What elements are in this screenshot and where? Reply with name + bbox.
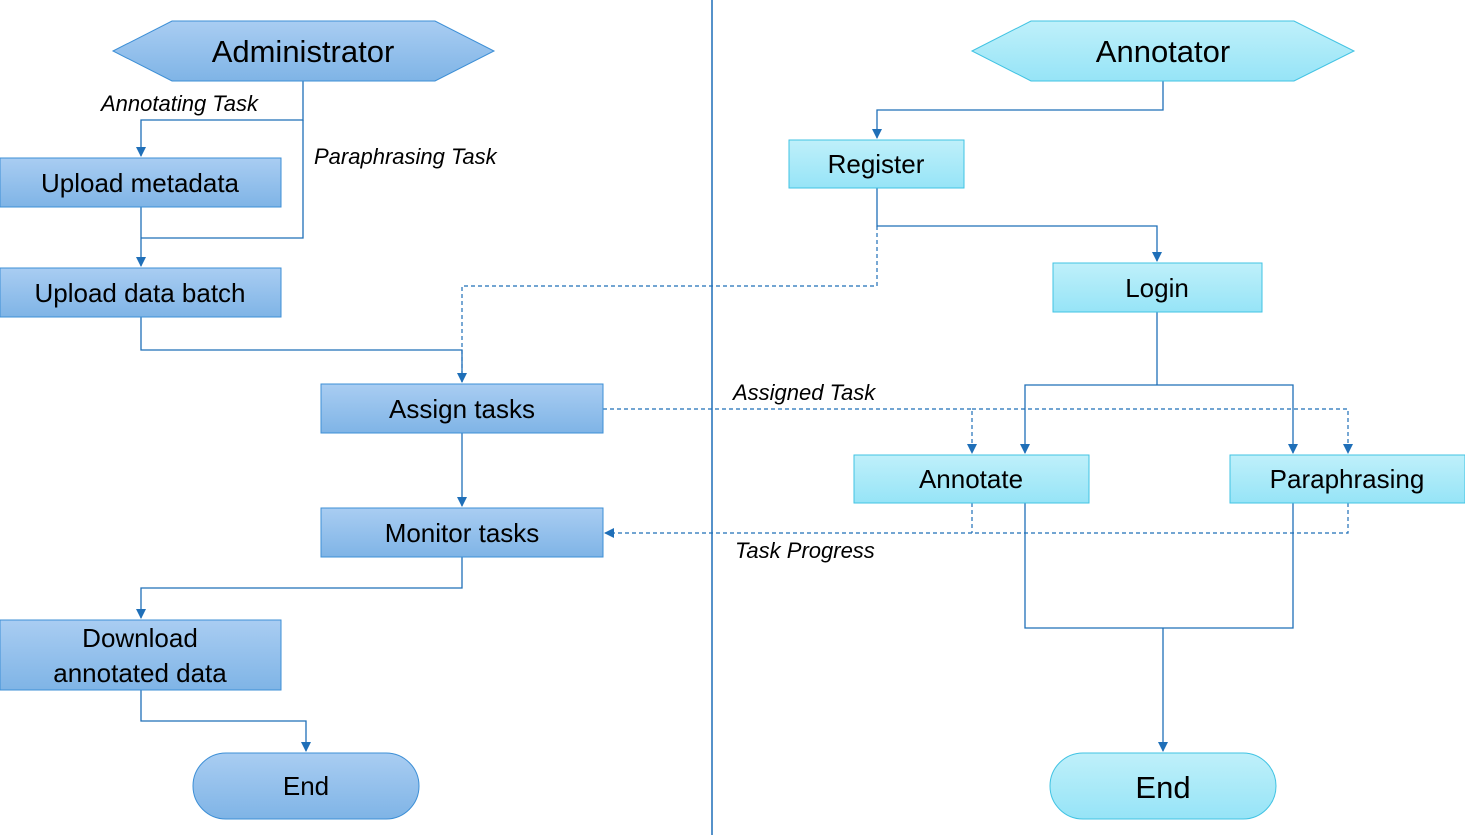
annotator-label: Annotator [1096,34,1230,69]
edge-annotator-to-register [872,80,1164,139]
paraphrasing-label: Paraphrasing [1270,464,1425,494]
download-label-line2: annotated data [53,658,227,688]
node-end-annotator: End [1049,752,1277,820]
edge-login-to-annotate [1020,384,1157,454]
edge-batch-to-assign [140,317,467,383]
upload-data-batch-label: Upload data batch [34,278,245,308]
node-annotate: Annotate [853,454,1090,504]
dashed-connectors [461,226,1353,538]
download-label-line1: Download [82,623,198,653]
node-upload-metadata: Upload metadata [0,157,282,208]
edge-assign-to-annotate [603,408,977,454]
node-paraphrasing: Paraphrasing [1229,454,1465,504]
connectors [136,80,1298,752]
annotate-label: Annotate [919,464,1023,494]
node-monitor-tasks: Monitor tasks [320,507,604,558]
monitor-tasks-label: Monitor tasks [385,518,540,548]
node-login: Login [1052,262,1263,313]
edge-label-assigned-task: Assigned Task [731,380,876,405]
edge-label-paraphrasing-task: Paraphrasing Task [314,144,498,169]
edge-admin-to-upload-batch [141,120,304,239]
login-label: Login [1125,273,1189,303]
node-register: Register [788,139,965,189]
node-end-administrator: End [192,752,420,820]
administrator-label: Administrator [212,34,395,69]
node-upload-data-batch: Upload data batch [0,267,282,318]
end-admin-label: End [283,771,329,801]
edge-annotate-to-merge [1024,503,1163,629]
register-label: Register [828,149,925,179]
edge-download-to-end [140,690,311,752]
node-download-annotated-data: Download annotated data [0,619,282,691]
edge-admin-to-upload-metadata [136,80,304,157]
lane-header-administrator: Administrator [111,20,496,82]
edge-paraphrasing-to-merge [1163,503,1294,629]
edge-paraphrasing-progress [604,503,1349,538]
end-annotator-label: End [1135,770,1190,805]
node-assign-tasks: Assign tasks [320,383,604,434]
assign-tasks-label: Assign tasks [389,394,535,424]
edge-register-to-login [876,188,1162,262]
edge-label-annotating-task: Annotating Task [99,91,259,116]
upload-metadata-label: Upload metadata [41,168,240,198]
edge-label-task-progress: Task Progress [735,538,875,563]
lane-header-annotator: Annotator [970,20,1356,82]
edge-monitor-to-download [136,557,463,619]
edge-login-to-paraphrasing [1157,384,1298,454]
edge-register-to-assign [461,226,878,382]
edge-assign-to-paraphrasing [972,408,1353,454]
